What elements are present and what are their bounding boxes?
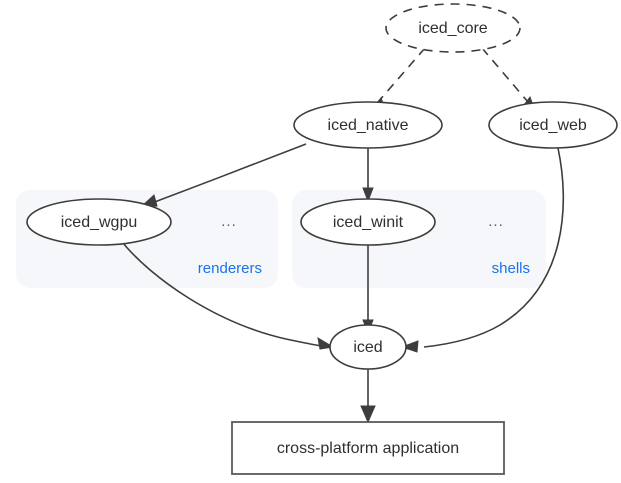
node-iced-core-label: iced_core: [418, 20, 487, 37]
node-iced-winit-label: iced_winit: [333, 214, 404, 231]
node-iced-winit-shape[interactable]: [300, 198, 436, 246]
edge-line: [285, 338, 323, 347]
node-iced-core[interactable]: iced_core: [385, 3, 521, 53]
edge-line: [122, 242, 287, 340]
node-iced-native-label: iced_native: [328, 117, 409, 134]
edge-iced-to-application: [360, 369, 376, 424]
edge-iced-core-to-iced-web: [481, 47, 536, 113]
arrow-head: [400, 340, 419, 353]
node-iced-wgpu[interactable]: iced_wgpu: [26, 198, 172, 246]
node-iced-label: iced: [353, 339, 382, 356]
cluster-renderers-label: renderers: [198, 260, 262, 277]
node-iced-winit[interactable]: iced_winit: [300, 198, 436, 246]
edge-line: [151, 143, 307, 204]
cluster-renderers-ellipsis: ...: [221, 213, 237, 230]
cluster-shells-label: shells: [492, 260, 530, 277]
node-iced-web-label: iced_web: [519, 117, 587, 134]
edge-iced-web-to-iced: [400, 147, 565, 353]
edge-iced-native-to-iced-winit: [362, 147, 374, 203]
node-application-shape[interactable]: [231, 421, 505, 475]
node-iced-web-shape[interactable]: [488, 101, 618, 149]
node-application-label: cross-platform application: [277, 440, 459, 457]
node-cross-platform-application[interactable]: cross-platform application: [231, 421, 505, 475]
node-iced-native[interactable]: iced_native: [293, 101, 443, 149]
edge-iced-wgpu-to-iced: [122, 242, 335, 350]
node-iced-wgpu-label: iced_wgpu: [61, 214, 138, 231]
cluster-shells-ellipsis: ...: [488, 213, 504, 230]
arrow-head: [362, 187, 374, 203]
node-iced-native-shape[interactable]: [293, 101, 443, 149]
node-iced-shape[interactable]: [329, 324, 407, 370]
edge-line: [423, 147, 565, 348]
edge-line: [481, 47, 529, 103]
node-iced-core-shape[interactable]: [385, 3, 521, 53]
node-iced-wgpu-shape[interactable]: [26, 198, 172, 246]
arrow-head: [360, 405, 376, 424]
node-iced-web[interactable]: iced_web: [488, 101, 618, 149]
node-iced[interactable]: iced: [329, 324, 407, 370]
edge-line: [377, 47, 426, 103]
